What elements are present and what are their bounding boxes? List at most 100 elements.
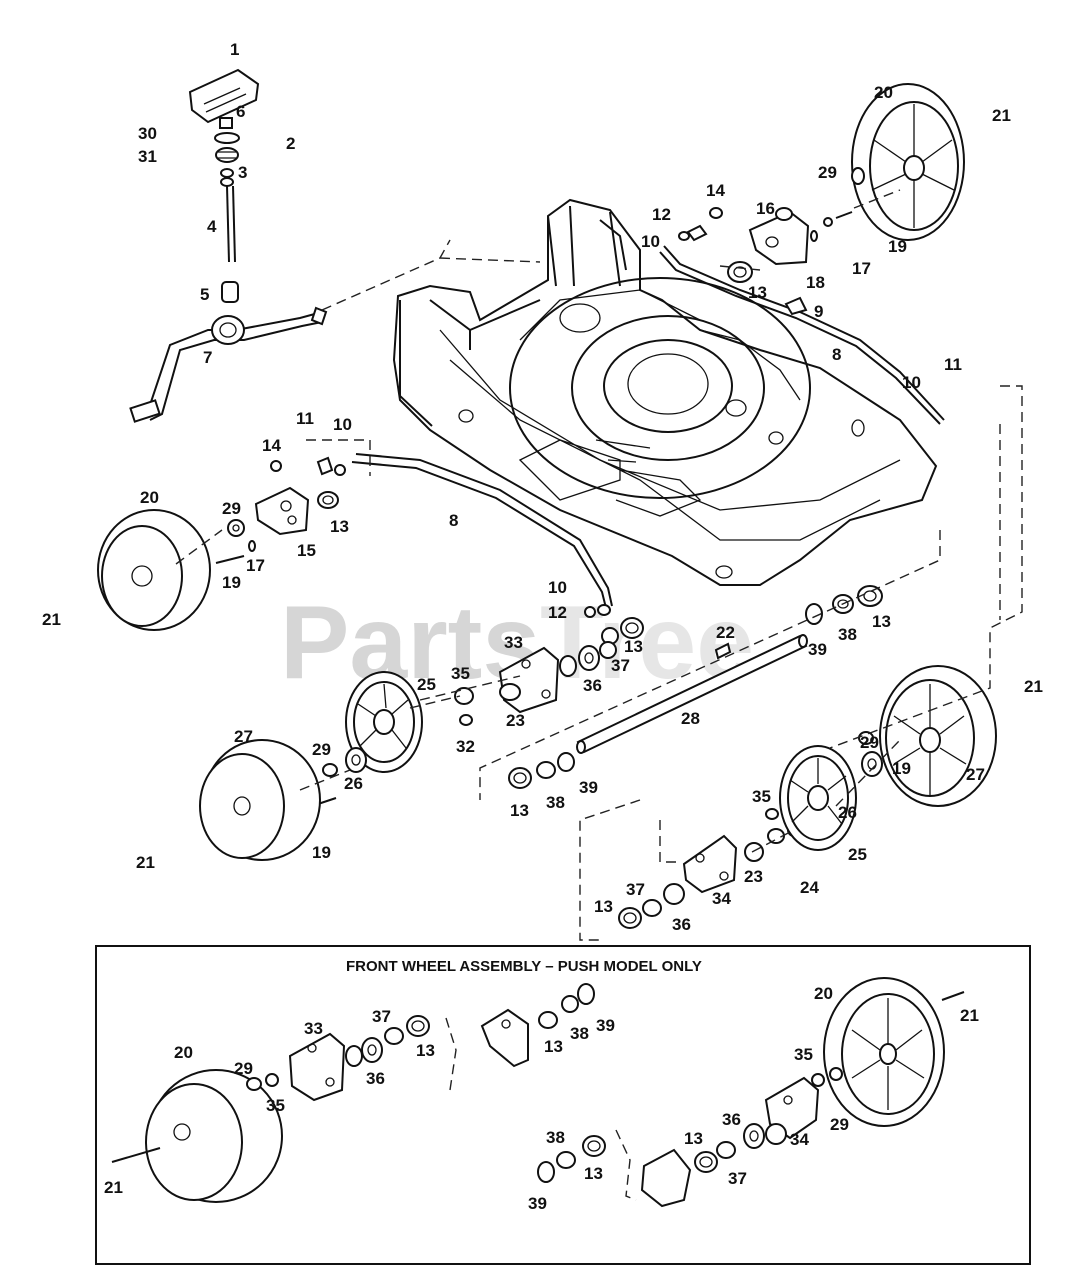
part-number-callout: 26 [344,774,363,793]
inset-part-number-callout: 39 [528,1194,547,1213]
inset-part-number-callout: 20 [814,984,833,1003]
part-number-callout: 8 [832,345,841,364]
wheel-rear-right [879,665,997,807]
front-wheel-inset: FRONT WHEEL ASSEMBLY – PUSH MODEL ONLY [95,945,1031,1265]
inset-part-number-callout: 20 [174,1043,193,1062]
inset-part-number-callout: 13 [684,1129,703,1148]
part-number-callout: 6 [236,102,245,121]
part-number-callout: 30 [138,124,157,143]
part-number-callout: 20 [140,488,159,507]
part-number-callout: 8 [449,511,458,530]
part-number-callout: 11 [296,409,314,428]
part-number-callout: 1 [230,40,239,59]
part-number-callout: 19 [888,237,907,256]
part-number-callout: 31 [138,147,157,166]
part-number-callout: 35 [451,664,470,683]
part-number-callout: 32 [456,737,475,756]
part-number-callout: 29 [860,733,879,752]
part-number-callout: 10 [641,232,660,251]
part-number-callout: 29 [312,740,331,759]
inset-part-number-callout: 13 [416,1041,435,1060]
inset-part-number-callout: 13 [584,1164,603,1183]
part-number-callout: 37 [626,880,645,899]
part-number-callout: 39 [579,778,598,797]
inset-part-number-callout: 29 [234,1059,253,1078]
part-number-callout: 38 [546,793,565,812]
part-number-callout: 14 [706,181,725,200]
inset-title: FRONT WHEEL ASSEMBLY – PUSH MODEL ONLY [346,958,702,975]
part-number-callout: 13 [510,801,529,820]
inset-part-number-callout: 38 [546,1128,565,1147]
part-number-callout: 12 [548,603,567,622]
rear-axle [576,634,808,754]
part-number-callout: 22 [716,623,735,642]
inset-part-number-callout: 13 [544,1037,563,1056]
height-adjust-lever [129,306,328,423]
wheel-left [97,509,211,631]
part-number-callout: 2 [286,134,295,153]
left-pivot-bracket [215,456,346,564]
part-number-callout: 16 [756,199,775,218]
part-number-callout: 10 [902,373,921,392]
part-number-callout: 14 [262,436,281,455]
part-number-callout: 33 [504,633,523,652]
inset-part-number-callout: 38 [570,1024,589,1043]
part-number-callout: 12 [652,205,671,224]
axle-hardware [508,585,883,929]
part-number-callout: 3 [238,163,247,182]
part-number-callout: 34 [712,889,731,908]
part-number-callout: 39 [808,640,827,659]
left-drive-bracket [454,641,617,726]
leader-lines [175,189,1023,941]
part-number-callout: 36 [672,915,691,934]
inset-part-number-callout: 36 [722,1110,741,1129]
part-number-callout: 23 [744,867,763,886]
part-number-callout: 9 [814,302,823,321]
inset-part-number-callout: 21 [960,1006,979,1025]
right-drive-gear [779,731,911,851]
part-number-callout: 36 [583,676,602,695]
part-number-callout: 38 [838,625,857,644]
inset-part-number-callout: 29 [830,1115,849,1134]
part-number-callout: 4 [207,217,217,236]
part-number-callout: 23 [506,711,525,730]
wheel-rear-left [199,739,321,861]
right-drive-bracket [682,808,801,894]
callout-labels: 1623031345720212916141210131817199811101… [42,40,1043,1213]
part-number-callout: 27 [966,765,985,784]
part-number-callout: 26 [838,803,857,822]
part-number-callout: 21 [1024,677,1043,696]
part-number-callout: 35 [752,787,771,806]
part-number-callout: 13 [624,637,643,656]
part-number-callout: 18 [806,273,825,292]
part-number-callout: 37 [611,656,630,675]
inset-part-number-callout: 21 [104,1178,123,1197]
part-number-callout: 13 [748,283,767,302]
part-number-callout: 13 [330,517,349,536]
part-number-callout: 24 [800,878,819,897]
inset-part-number-callout: 33 [304,1019,323,1038]
part-number-callout: 21 [136,853,155,872]
part-number-callout: 27 [234,727,253,746]
watermark: PartsTree [280,585,754,701]
inset-part-number-callout: 35 [794,1045,813,1064]
inset-part-number-callout: 37 [728,1169,747,1188]
part-number-callout: 25 [848,845,867,864]
mower-deck [392,198,938,586]
part-number-callout: 10 [548,578,567,597]
part-number-callout: 29 [818,163,837,182]
left-drive-gear [311,671,423,807]
part-number-callout: 17 [852,259,871,278]
part-number-callout: 21 [42,610,61,629]
part-number-callout: 10 [333,415,352,434]
inset-part-number-callout: 34 [790,1130,809,1149]
part-number-callout: 20 [874,83,893,102]
part-number-callout: 25 [417,675,436,694]
part-number-callout: 19 [312,843,331,862]
inset-part-number-callout: 35 [266,1096,285,1115]
part-number-callout: 21 [992,106,1011,125]
part-number-callout: 15 [297,541,316,560]
part-number-callout: 13 [594,897,613,916]
